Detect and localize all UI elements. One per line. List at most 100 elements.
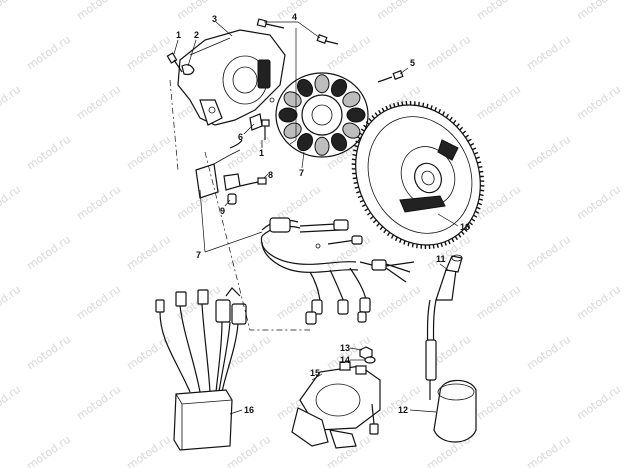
watermark-text: motod.ru: [574, 383, 623, 423]
watermark-text: motod.ru: [74, 383, 123, 423]
watermark-text: motod.ru: [474, 383, 523, 423]
gear-tooth: [434, 106, 437, 112]
watermark-text: motod.ru: [424, 33, 473, 73]
gear-tooth: [466, 225, 471, 229]
gear-tooth: [385, 105, 389, 110]
watermark-text: motod.ru: [124, 133, 173, 173]
watermark-text: motod.ru: [574, 83, 623, 123]
callout-2: 2: [194, 30, 199, 40]
clip-spring: [181, 64, 195, 76]
callout-labels: 1 2 3 4 5 6 1 7 8 9 10 7 11 13 14 15 12 …: [176, 12, 470, 415]
callout-11: 11: [436, 254, 446, 264]
gear-tooth: [469, 142, 475, 147]
gear-tooth: [352, 153, 357, 157]
gear-tooth: [368, 118, 373, 122]
gear-tooth: [363, 124, 368, 129]
gear-tooth: [457, 233, 462, 238]
gear-tooth: [432, 244, 435, 249]
callout-13: 13: [340, 343, 350, 353]
gear-tooth: [355, 140, 360, 144]
gear-tooth: [366, 212, 372, 216]
callout-9: 9: [220, 206, 225, 216]
gear-tooth: [383, 229, 387, 234]
callout-4: 4: [292, 12, 297, 22]
watermark-text: motod.ru: [24, 33, 73, 73]
spark-plug-cap: [435, 254, 463, 301]
gear-tooth: [381, 107, 385, 112]
gear-tooth: [468, 221, 473, 226]
screw-4a: [256, 18, 285, 29]
watermark-text: motod.ru: [124, 233, 173, 273]
gear-tooth: [479, 170, 484, 173]
gear-tooth: [422, 102, 425, 107]
trigger-module: [195, 139, 243, 205]
watermark-text: motod.ru: [574, 183, 623, 223]
gear-tooth: [403, 240, 406, 245]
watermark-text: motod.ru: [274, 0, 323, 22]
stator-coil-lobe: [346, 107, 366, 123]
coil-lobes: [278, 74, 366, 156]
stator-plate: [177, 29, 286, 126]
watermark-text: motod.ru: [524, 133, 573, 173]
gear-tooth: [354, 144, 359, 148]
gear-tooth: [452, 119, 457, 124]
gear-tooth: [401, 101, 404, 106]
screw-8: [239, 177, 267, 187]
callout-leaders: [173, 21, 459, 415]
gear-tooth: [474, 151, 479, 155]
callout-8: 8: [268, 170, 273, 180]
gear-tooth: [456, 123, 460, 128]
callout-5: 5: [410, 58, 415, 68]
gear-tooth: [360, 128, 365, 132]
gear-tooth: [436, 243, 439, 248]
callout-16: 16: [244, 405, 254, 415]
gear-tooth: [441, 111, 446, 116]
gear-tooth: [405, 101, 408, 106]
ring-gear-teeth: [351, 100, 485, 250]
gear-tooth: [356, 190, 361, 194]
watermark-text: motod.ru: [324, 233, 373, 273]
stator-coil-lobe: [314, 74, 330, 94]
callout-1a: 1: [176, 30, 181, 40]
watermark-text: motod.ru: [274, 183, 323, 223]
gear-tooth: [477, 202, 482, 206]
stator-coil-lobe: [278, 107, 298, 123]
gear-tooth: [444, 241, 447, 246]
watermark-text: motod.ru: [324, 33, 373, 73]
gear-tooth: [361, 203, 367, 208]
watermark-text: motod.ru: [74, 183, 123, 223]
screw-top-left: [166, 52, 183, 73]
gear-tooth: [440, 242, 443, 248]
watermark-text: motod.ru: [74, 283, 123, 323]
gear-tooth: [359, 199, 364, 203]
gear-tooth: [393, 102, 396, 108]
gear-tooth: [411, 243, 414, 248]
gear-tooth: [351, 158, 357, 161]
watermark-text: motod.ru: [74, 0, 123, 22]
watermark-text: motod.ru: [474, 83, 523, 123]
stator-coil-lobe: [342, 91, 361, 108]
stator-coil-lobe: [314, 136, 330, 156]
gear-tooth: [397, 102, 400, 107]
screw-4b: [316, 34, 339, 45]
gear-tooth: [378, 109, 382, 114]
watermark-text: motod.ru: [124, 333, 173, 373]
stator-coil-lobe: [330, 133, 348, 152]
gear-tooth: [445, 113, 450, 119]
callout-14: 14: [340, 355, 350, 365]
gear-tooth: [364, 208, 369, 212]
alignment-guides: [169, 79, 310, 331]
gear-tooth: [379, 226, 384, 231]
watermark-text: motod.ru: [524, 233, 573, 273]
callout-1b: 1: [259, 148, 264, 158]
watermark-text: motod.ru: [124, 33, 173, 73]
watermark-text: motod.ru: [224, 433, 273, 468]
gear-tooth: [462, 130, 467, 135]
watermark-text: motod.ru: [24, 133, 73, 173]
screw-5: [377, 70, 404, 83]
gear-tooth: [447, 240, 451, 245]
gear-tooth: [369, 215, 374, 220]
ignition-coil: [425, 299, 477, 443]
watermark-text: motod.ru: [0, 0, 23, 22]
gear-tooth: [459, 126, 464, 131]
